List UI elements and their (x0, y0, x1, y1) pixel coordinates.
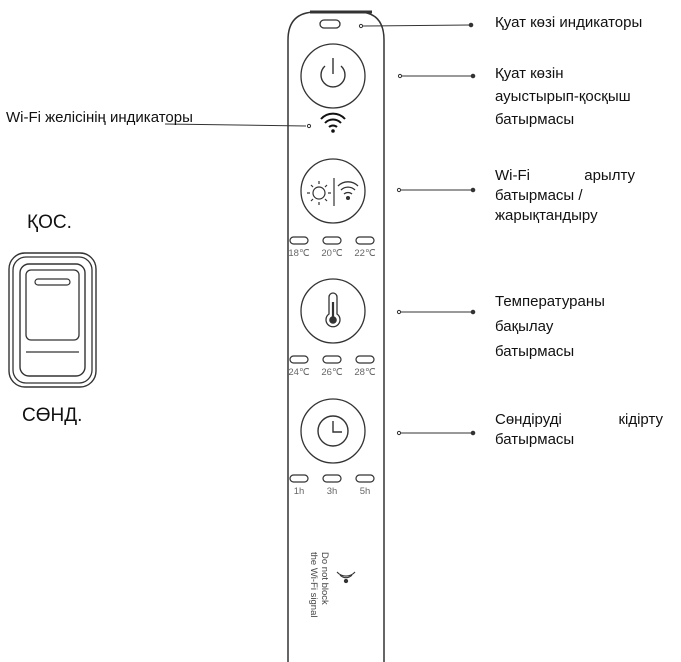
power-button-label: Қуат көзін ауыстырып-қосқыш батырмасы (495, 62, 665, 131)
callout-line: Температураны (495, 293, 605, 310)
timer-button[interactable] (300, 398, 366, 464)
power-indicator-label: Қуат көзі индикаторы (495, 14, 643, 31)
wifi-indicator-leader (164, 123, 312, 129)
callout-line: батырмасы / (495, 187, 583, 204)
wifi-icon (337, 181, 359, 201)
notice-line-2: the Wi-Fi signal (308, 552, 319, 617)
thermometer-icon (325, 292, 341, 328)
temperature-level-label: 26℃ (321, 367, 343, 378)
wifi-reset-label: Wi-Fi арылту батырмасы / жарықтандыру (495, 166, 635, 226)
callout-line: Wi-Fi арылту (495, 167, 635, 184)
timer-level-label: 1h (294, 486, 305, 497)
power-icon (320, 58, 346, 88)
timer-label: Сөндіруді кідірту батырмасы (495, 410, 663, 450)
brightness-level-label: 22℃ (354, 248, 376, 259)
wifi-signal-notice: Do not block the Wi-Fi signal (308, 552, 356, 617)
callout-line: батырмасы (495, 111, 575, 128)
callout-line: ауыстырып-қосқыш (495, 88, 631, 105)
callout-line: батырмасы (495, 431, 575, 448)
callout-line: Қуат көзін (495, 65, 564, 82)
callout-line: жарықтандыру (495, 207, 598, 224)
callout-leaders (358, 22, 476, 436)
temperature-level-indicators: 24℃ 26℃ 28℃ (288, 355, 376, 378)
power-button[interactable] (300, 43, 366, 109)
callout-line: Сөндіруді кідірту (495, 411, 663, 428)
wifi-indicator-icon (320, 112, 346, 133)
clock-icon (317, 415, 349, 447)
rocker-top (25, 269, 80, 341)
timer-level-indicators: 1h 3h 5h (289, 474, 375, 497)
sun-icon (307, 181, 331, 205)
brightness-level-label: 18℃ (288, 248, 310, 259)
wifi-indicator-label: Wi-Fi желісінің индикаторы (6, 109, 193, 126)
rocker-slot (34, 278, 71, 286)
timer-level-label: 5h (360, 486, 371, 497)
callout-line: батырмасы (495, 343, 575, 360)
brightness-level-label: 20℃ (321, 248, 343, 259)
rocker-switch[interactable] (8, 252, 97, 388)
notice-line-1: Do not block (319, 552, 330, 605)
brightness-level-indicators: 18℃ 20℃ 22℃ (288, 236, 376, 259)
temperature-level-label: 28℃ (354, 367, 376, 378)
device-body (287, 11, 385, 662)
temperature-label: Температураны бақылау батырмасы (495, 289, 665, 364)
temperature-level-label: 24℃ (288, 367, 310, 378)
temperature-button[interactable] (300, 278, 366, 344)
callout-line: бақылау (495, 318, 554, 335)
timer-level-label: 3h (327, 486, 338, 497)
wifi-reset-brightness-button[interactable] (300, 158, 366, 224)
wifi-signal-icon (336, 571, 356, 584)
power-indicator-light (319, 19, 341, 29)
switch-off-label: СӨНД. (22, 405, 83, 426)
switch-on-label: ҚОС. (27, 212, 72, 233)
